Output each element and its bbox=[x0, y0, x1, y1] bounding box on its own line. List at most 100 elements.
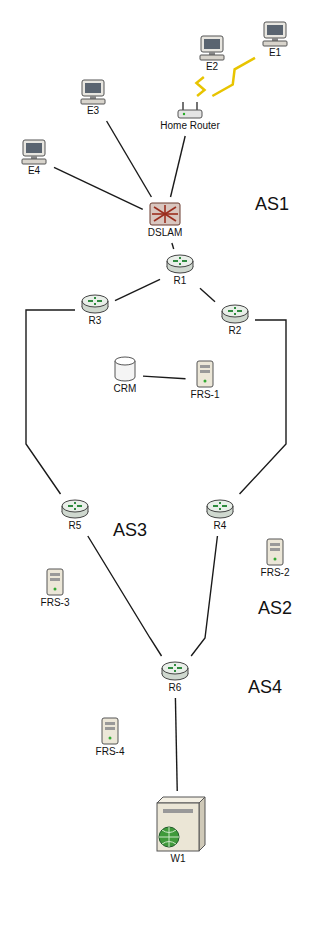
house bbox=[148, 2, 322, 140]
router-node: R4 bbox=[203, 497, 237, 533]
server-node: FRS-4 bbox=[94, 715, 127, 759]
network-link bbox=[171, 136, 186, 197]
router-icon bbox=[207, 500, 233, 518]
network-link bbox=[175, 698, 177, 791]
roof-edge bbox=[312, 110, 322, 134]
router-node: R1 bbox=[163, 252, 197, 288]
as-cloud: AS4 R6FRS-4W1 bbox=[60, 645, 316, 920]
dslam-node: DSLAM bbox=[146, 200, 184, 240]
server-node: FRS-1 bbox=[189, 358, 222, 402]
network-link bbox=[107, 121, 152, 197]
house-wall bbox=[148, 8, 312, 140]
wireless-link bbox=[212, 58, 255, 96]
server-symbol bbox=[263, 537, 287, 567]
device-label: E3 bbox=[87, 105, 99, 117]
wifi-symbol bbox=[175, 100, 205, 120]
device-label: R3 bbox=[89, 315, 102, 327]
network-link bbox=[143, 376, 186, 379]
house-top bbox=[148, 2, 312, 8]
network-link bbox=[172, 243, 174, 249]
web-server-node: W1 bbox=[145, 794, 211, 866]
network-link bbox=[88, 536, 162, 656]
device-label: R5 bbox=[69, 520, 82, 532]
building bbox=[3, 122, 68, 198]
server-symbol bbox=[98, 716, 122, 746]
cloud-shape bbox=[175, 450, 318, 630]
dslam-symbol bbox=[148, 201, 182, 227]
server-icon bbox=[102, 718, 118, 744]
device-label: E4 bbox=[28, 165, 40, 177]
building-wall bbox=[58, 60, 128, 136]
device-label: E1 bbox=[269, 47, 281, 59]
router-icon bbox=[222, 305, 248, 323]
pc-icon bbox=[200, 36, 224, 60]
server-symbol bbox=[193, 359, 217, 389]
server-icon bbox=[267, 539, 283, 565]
web-symbol bbox=[147, 795, 209, 853]
device-label: CRM bbox=[114, 383, 137, 395]
network-link bbox=[26, 310, 75, 494]
as-label: AS4 bbox=[248, 677, 282, 697]
computer-node: E3 bbox=[76, 78, 110, 118]
roof-edge bbox=[312, 40, 322, 64]
router-symbol bbox=[80, 293, 110, 315]
network-link bbox=[200, 288, 215, 302]
device-label: DSLAM bbox=[148, 227, 182, 239]
web-icon bbox=[157, 797, 205, 851]
as-cloud: AS3 R5FRS-3 bbox=[8, 450, 165, 630]
router-icon bbox=[167, 255, 193, 273]
db-icon bbox=[115, 357, 135, 381]
device-label: FRS-2 bbox=[261, 567, 290, 579]
pc-symbol bbox=[197, 35, 227, 61]
computer-node: E2 bbox=[195, 34, 229, 74]
device-label: FRS-1 bbox=[191, 389, 220, 401]
router-node: Home Router bbox=[158, 99, 221, 133]
router-icon bbox=[82, 295, 108, 313]
cloud-outline bbox=[15, 455, 161, 626]
as-label: AS1 bbox=[255, 194, 289, 214]
as-label: AS2 bbox=[258, 598, 292, 618]
router-symbol bbox=[160, 660, 190, 682]
server-icon bbox=[47, 569, 63, 595]
router-node: R5 bbox=[58, 497, 92, 533]
as-cloud: AS2 R4FRS-2 bbox=[175, 450, 318, 630]
cloud-outline bbox=[49, 175, 314, 435]
computer-node: E4 bbox=[17, 138, 51, 178]
router-node: R2 bbox=[218, 302, 252, 338]
router-symbol bbox=[60, 498, 90, 520]
wifi-icon bbox=[178, 102, 202, 118]
pc-symbol bbox=[19, 139, 49, 165]
database-node: CRM bbox=[110, 354, 140, 396]
router-symbol bbox=[220, 303, 250, 325]
building-shadow bbox=[62, 64, 132, 140]
as-label: AS3 bbox=[113, 520, 147, 540]
pc-symbol bbox=[78, 79, 108, 105]
device-label: FRS-3 bbox=[41, 597, 70, 609]
server-icon bbox=[197, 361, 213, 387]
network-link bbox=[240, 320, 286, 494]
pc-icon bbox=[81, 80, 105, 104]
as-cloud: AS1DSLAM R1R2 R3CRM FRS-1 bbox=[40, 170, 318, 440]
cloud-outline bbox=[181, 455, 314, 626]
server-symbol bbox=[43, 567, 67, 597]
router-node: R3 bbox=[78, 292, 112, 328]
device-label: E2 bbox=[206, 61, 218, 73]
network-link bbox=[191, 536, 217, 656]
wireless-link bbox=[196, 77, 204, 96]
server-node: FRS-2 bbox=[259, 536, 292, 580]
device-label: W1 bbox=[171, 853, 186, 865]
db-symbol bbox=[112, 355, 138, 383]
building-wall bbox=[3, 122, 65, 194]
router-icon bbox=[62, 500, 88, 518]
pc-icon bbox=[263, 22, 287, 46]
device-label: Home Router bbox=[160, 120, 219, 132]
device-label: R6 bbox=[169, 682, 182, 694]
cloud-outline bbox=[68, 650, 312, 915]
device-label: FRS-4 bbox=[96, 746, 125, 758]
network-link bbox=[54, 167, 143, 209]
pc-symbol bbox=[260, 21, 290, 47]
network-link bbox=[115, 279, 160, 300]
router-symbol bbox=[205, 498, 235, 520]
